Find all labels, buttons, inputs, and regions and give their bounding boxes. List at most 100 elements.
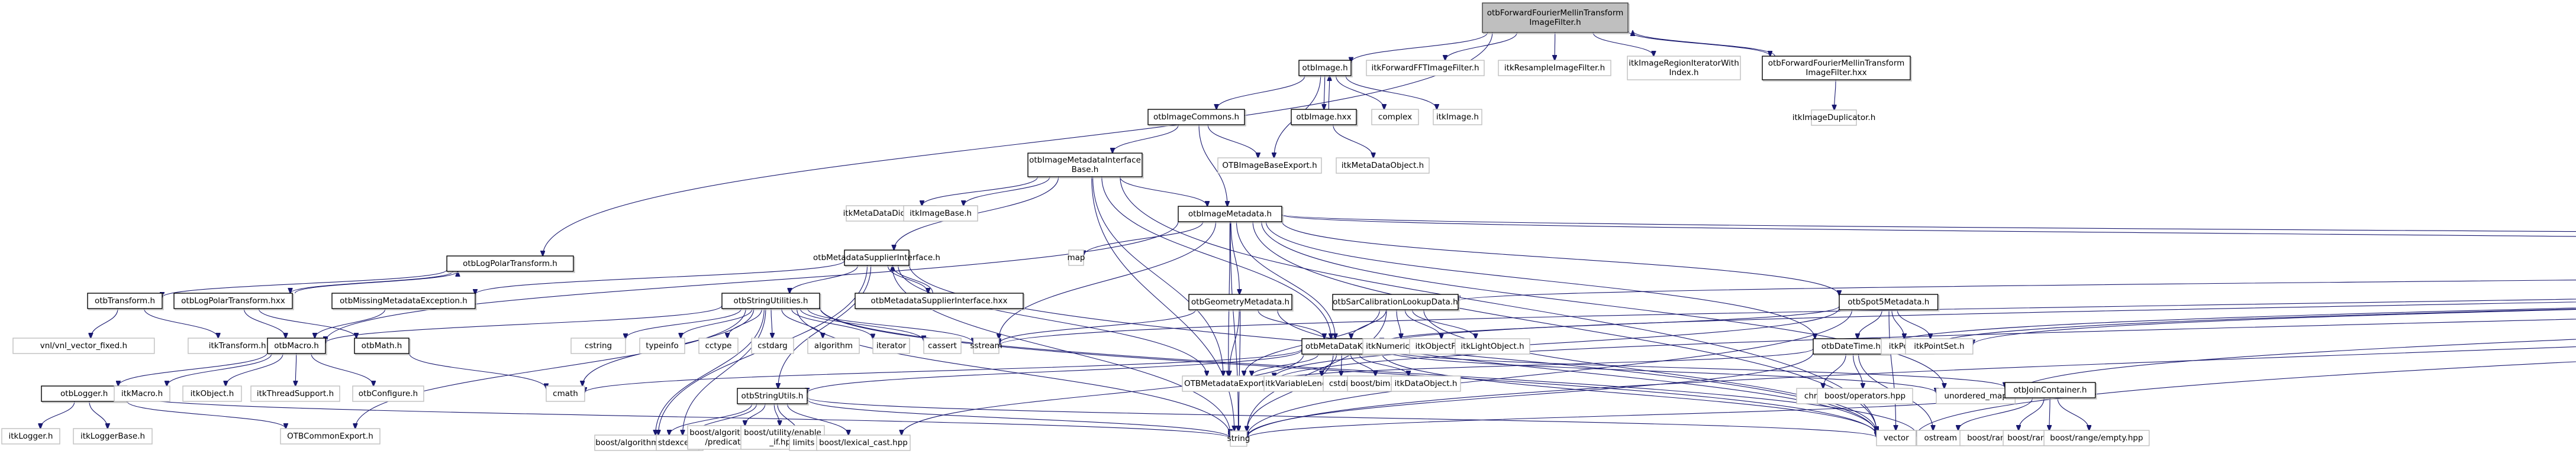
- node-box: [1188, 294, 1292, 310]
- edge-otbMacro-to-otbConfigure: [311, 353, 373, 386]
- node-otbSarCal[interactable]: otbSarCalibrationLookupData.h: [1332, 294, 1460, 312]
- node-label: string: [1227, 434, 1250, 443]
- node-otbStringUtilities[interactable]: otbStringUtilities.h: [721, 293, 821, 310]
- node-label: iterator: [876, 341, 907, 351]
- edge-otbMSI_hxx-to-otbMSI: [892, 265, 933, 294]
- node-label: boost/operators.hpp: [1824, 391, 1906, 401]
- edge-otbGeometryMetadata-to-vector: [1277, 309, 1877, 434]
- node-box: [1068, 249, 1084, 266]
- node-vnl: vnl/vnl_vector_fixed.h: [12, 338, 155, 354]
- node-itkPointSet: itkPointSet.h: [1905, 338, 1974, 355]
- node-otbMath[interactable]: otbMath.h: [354, 338, 411, 355]
- edge-otbDateTime-to-chrono: [1823, 354, 1846, 388]
- edge-otbSpot5-to-itkPoint: [1891, 309, 1904, 339]
- node-label: otbMetaDataKey.h: [1305, 342, 1378, 351]
- node-box: [1455, 338, 1530, 355]
- node-OTBMetadataExport: OTBMetadataExport.h: [1182, 375, 1275, 392]
- edge-otbLogPolar_hxx-to-otbMath: [258, 308, 356, 338]
- node-itkMacro: itkMacro.h: [114, 385, 170, 402]
- node-otbImageCommons[interactable]: otbImageCommons.h: [1147, 109, 1246, 127]
- edge-otbImageCommons-to-otbIMIB: [1113, 124, 1179, 153]
- node-box: [1817, 388, 1913, 404]
- edge-otbLogPolar_hxx-to-otbMacro: [243, 308, 285, 338]
- node-box: [114, 385, 170, 402]
- edge-otbImageCommons-to-OTBImageBaseExport: [1207, 124, 1258, 158]
- node-box: [267, 338, 326, 354]
- node-cassert: cassert: [923, 338, 962, 354]
- node-label: OTBMetadataExport.h: [1184, 379, 1272, 388]
- node-label: otbStringUtilities.h: [733, 296, 808, 306]
- edge-otbStringUtilities-to-boostAlgoString: [656, 308, 765, 435]
- node-box: [751, 338, 794, 354]
- edge-otbMacro-to-itkMacro: [167, 353, 272, 386]
- edge-otbStringUtilities-to-cctype: [727, 308, 762, 338]
- node-box: [87, 293, 163, 309]
- node-otbMacro[interactable]: otbMacro.h: [267, 338, 327, 355]
- node-otbImage_hxx[interactable]: otbImage.hxx: [1291, 109, 1358, 127]
- node-otbImage_h[interactable]: otbImage.h: [1298, 60, 1353, 77]
- node-label: cstring: [585, 341, 612, 351]
- node-box: [844, 249, 910, 266]
- node-otbStringUtils[interactable]: otbStringUtils.h: [737, 388, 809, 406]
- node-otbLogPolar_h[interactable]: otbLogPolarTransform.h: [446, 255, 575, 273]
- node-label: otbSarCalibrationLookupData.h: [1333, 297, 1458, 307]
- node-otbMSI[interactable]: otbMetadataSupplierInterface.h: [813, 249, 940, 267]
- edge-otbStringUtilities-to-algorithm: [781, 308, 823, 338]
- node-label: itkForwardFFTImageFilter.h: [1371, 63, 1479, 73]
- edge-otbStringUtilities-to-OTBCommonExport: [355, 308, 746, 429]
- node-otbMissingMeta[interactable]: otbMissingMetadataException.h: [331, 293, 477, 310]
- node-root_hxx[interactable]: otbForwardFourierMellinTransformImageFil…: [1762, 56, 1912, 82]
- node-label: itkResampleImageFilter.h: [1504, 63, 1605, 73]
- node-box: [698, 338, 739, 354]
- edge-root_hxx-to-root: [1633, 31, 1775, 57]
- node-label: itkMetaDataObject.h: [1342, 161, 1424, 170]
- node-root[interactable]: otbForwardFourierMellinTransformImageFil…: [1482, 2, 1630, 34]
- node-otbSpot5[interactable]: otbSpot5Metadata.h: [1839, 294, 1940, 312]
- edge-otbSarCal-to-itkObjectFactory: [1404, 309, 1441, 339]
- node-itkImageBase: itkImageBase.h: [903, 205, 978, 222]
- node-box: [546, 385, 585, 402]
- node-otbLogger[interactable]: otbLogger.h: [41, 385, 129, 403]
- node-box: [1762, 56, 1911, 80]
- node-label: OTBImageBaseExport.h: [1222, 161, 1317, 170]
- node-otbMetaDataKey[interactable]: otbMetaDataKey.h: [1301, 338, 1384, 356]
- edge-otbImage_h-to-otbImageCommons: [1217, 75, 1305, 109]
- edge-otbStringUtils-to-boostEnableIf: [773, 403, 779, 426]
- node-label: itkThreadSupport.h: [257, 389, 334, 398]
- node-label: otbImage.h: [1302, 63, 1347, 73]
- node-label: otbLogPolarTransform.h: [463, 259, 557, 268]
- edge-otbSpot5-to-string: [1247, 309, 1853, 437]
- node-itkLogger: itkLogger.h: [1, 428, 60, 445]
- node-otbGeometryMetadata[interactable]: otbGeometryMetadata.h: [1188, 294, 1294, 312]
- node-otbImageMetadata[interactable]: otbImageMetadata.h: [1178, 206, 1284, 223]
- edge-otbSARMetadata-to-otbMetaDataKey: [1382, 301, 2576, 345]
- node-label: itkImage.h: [1436, 112, 1479, 122]
- edge-otbMath-to-cmath: [408, 352, 546, 389]
- node-typeinfo: typeinfo: [639, 338, 685, 354]
- node-OTBCommonExport: OTBCommonExport.h: [280, 428, 381, 445]
- node-label: cstdio: [1329, 379, 1353, 388]
- node-label: otbForwardFourierMellinTransform: [1768, 59, 1905, 68]
- node-label: itkImageRegionIteratorWith: [1629, 59, 1739, 68]
- node-label: otbTransform.h: [95, 296, 155, 306]
- node-otbTransform[interactable]: otbTransform.h: [87, 293, 164, 310]
- node-box: [12, 338, 155, 354]
- edge-otbStringUtilities-to-sstream: [807, 308, 973, 343]
- edge-otbDateTime-to-boostOperators: [1852, 354, 1863, 388]
- edge-otbImageMetadata-to-otbGeometryMetadata: [1230, 221, 1239, 294]
- node-box: [354, 338, 410, 354]
- node-OTBImageBaseExport: OTBImageBaseExport.h: [1217, 157, 1322, 174]
- node-otbJoinContainer[interactable]: otbJoinContainer.h: [2004, 382, 2097, 400]
- edge-otbGeometryMetadata-to-sstream: [999, 309, 1197, 343]
- edge-otbSpot5-to-vector: [1888, 309, 1896, 430]
- node-label: itkLightObject.h: [1461, 342, 1524, 351]
- node-otbMSI_hxx[interactable]: otbMetadataSupplierInterface.hxx: [855, 293, 1025, 310]
- edges-layer: [40, 31, 2576, 438]
- node-otbDateTime[interactable]: otbDateTime.h: [1813, 338, 1891, 356]
- node-otbLogPolar_hxx[interactable]: otbLogPolarTransform.hxx: [173, 293, 294, 310]
- edge-otbIMIB-to-otbMetaDataKey: [1101, 176, 1331, 339]
- edge-otbImageMetadata-to-otbDateTime: [1265, 221, 1815, 339]
